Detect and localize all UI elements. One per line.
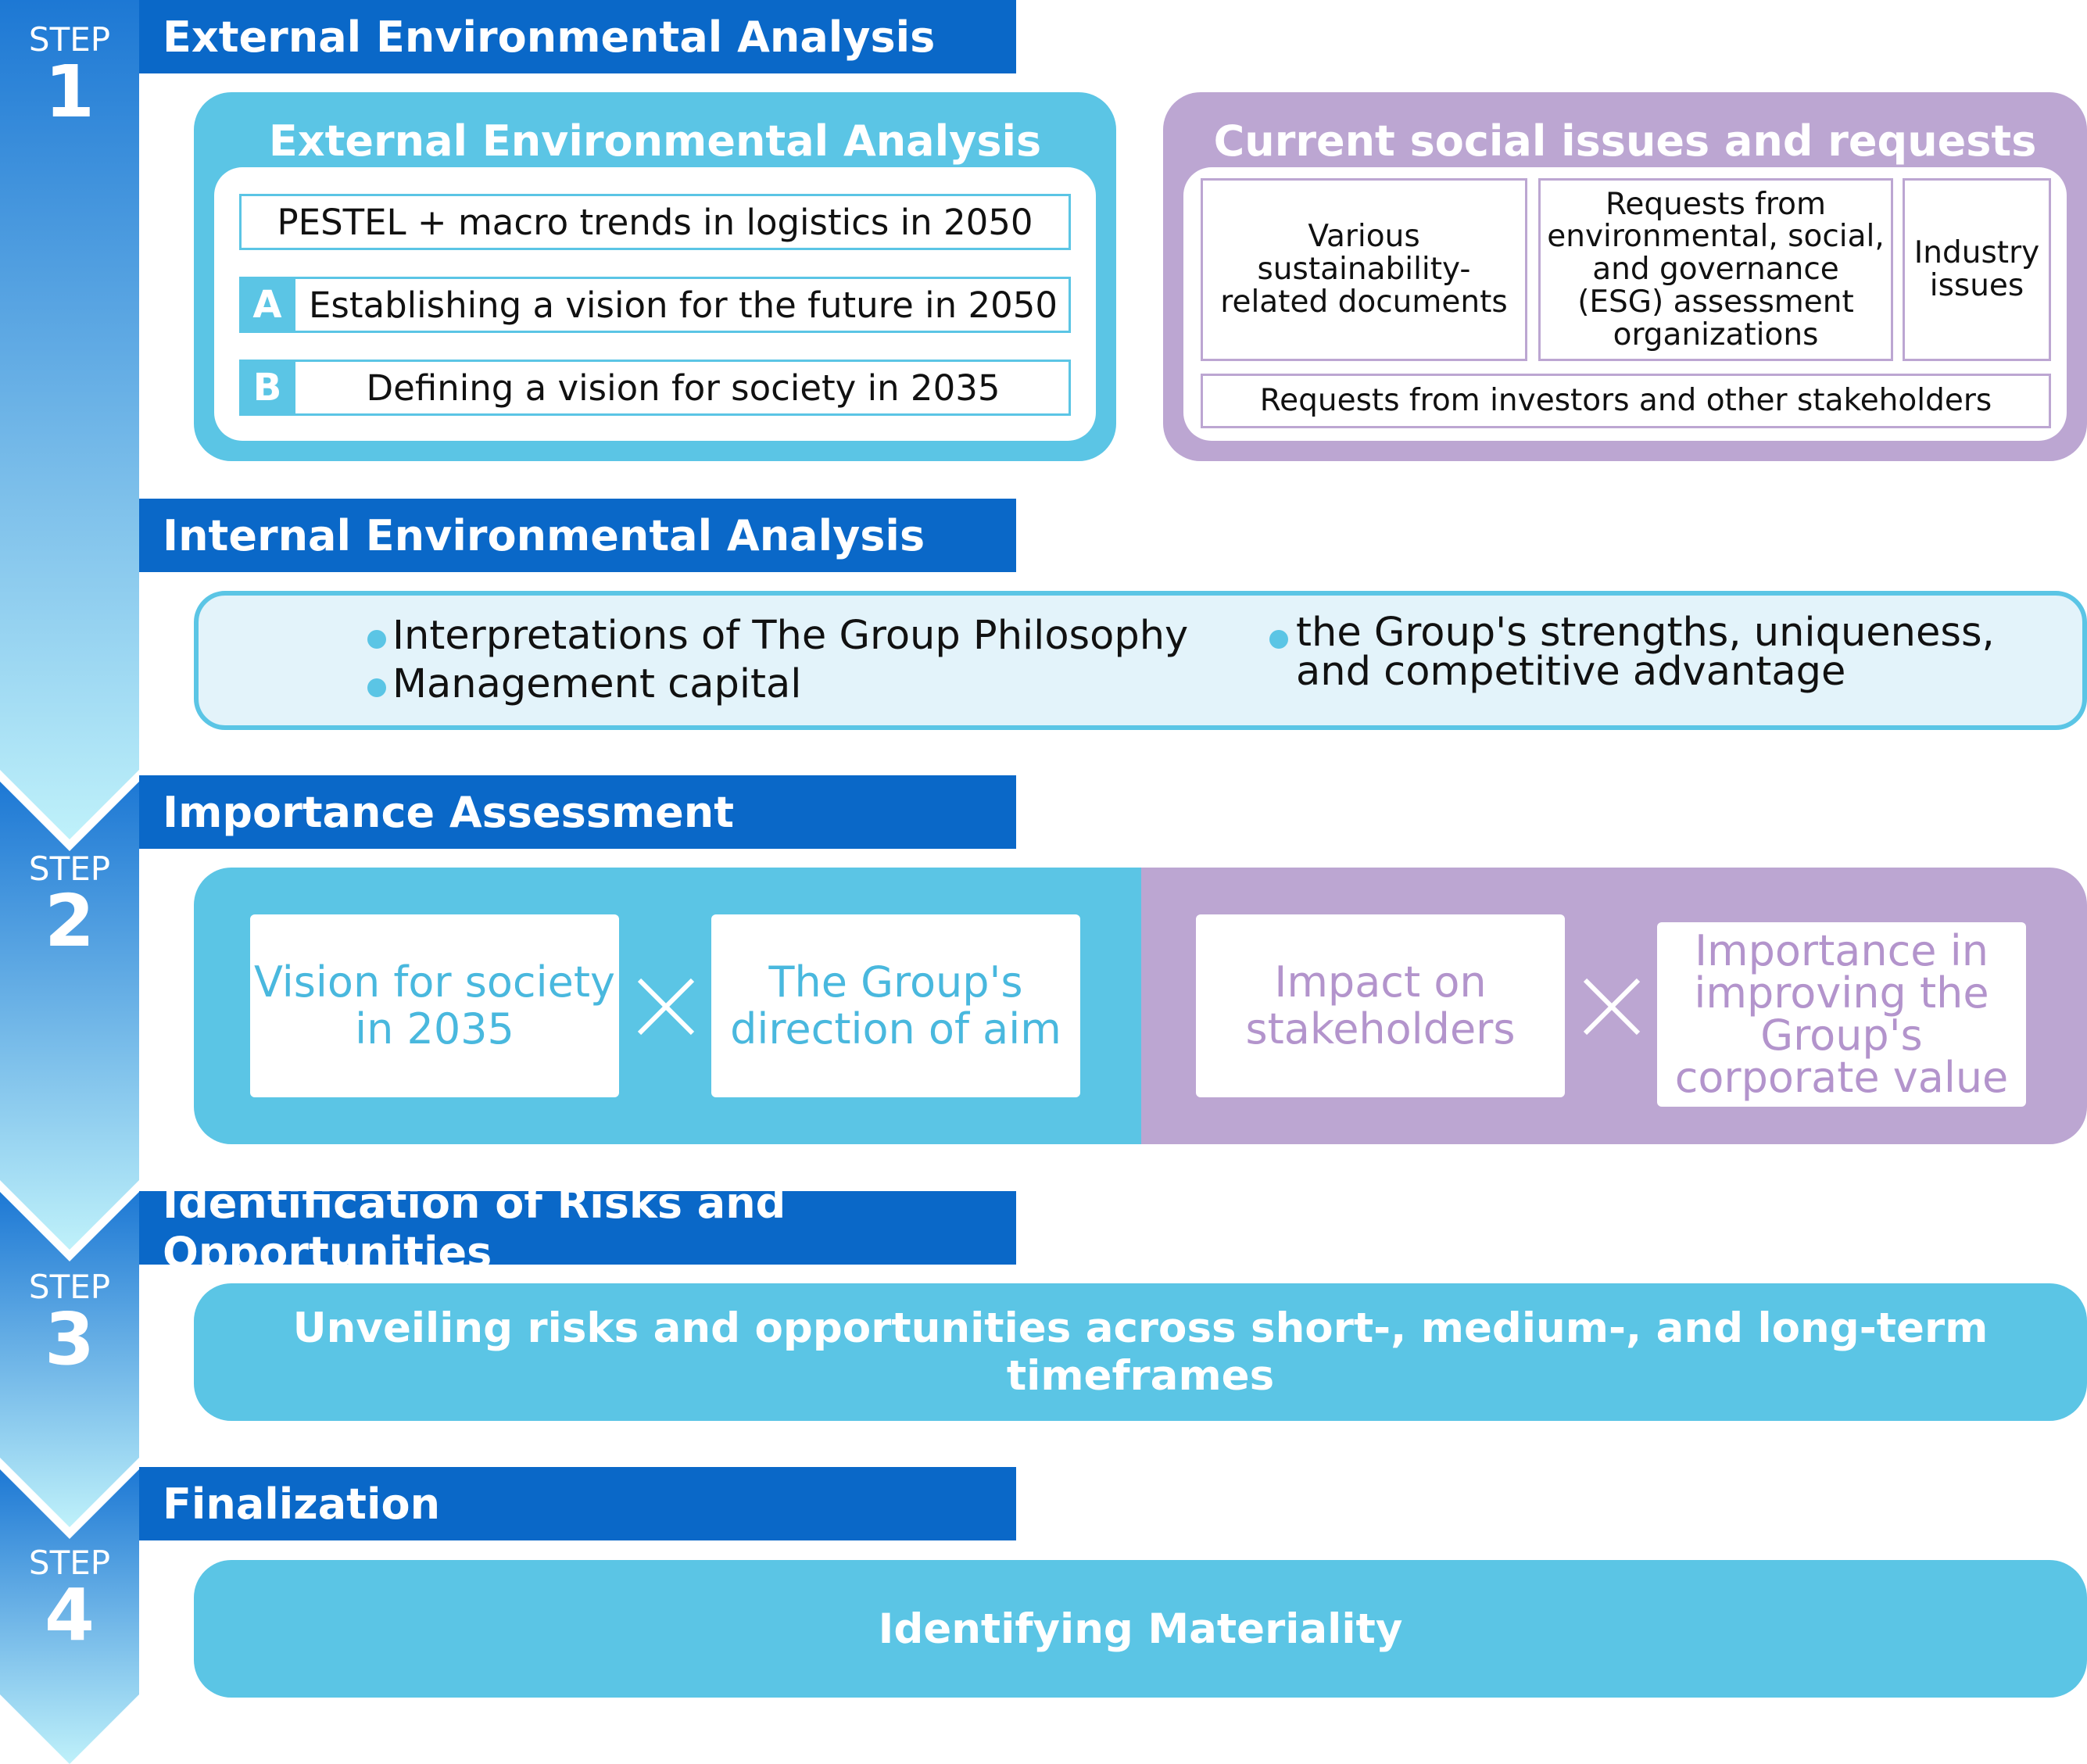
strengths-item-line2: and competitive advantage: [1296, 649, 1846, 695]
group-philosophy-item: Interpretations of The Group Philosophy: [392, 613, 1189, 659]
social-box-title: Current social issues and requests: [1213, 116, 2037, 166]
social-issues-box: Current social issues and requests Vario…: [1163, 92, 2087, 461]
step-3-number: 3: [44, 1297, 95, 1381]
external-box-title: External Environmental Analysis: [268, 116, 1042, 166]
sustainability-documents-cell: Various sustainability-related documents: [1201, 178, 1527, 361]
internal-analysis-header: Internal Environmental Analysis: [139, 499, 1016, 572]
industry-issues-cell: Industry issues: [1903, 178, 2051, 361]
step-4-word: STEP: [28, 1544, 111, 1582]
pestel-row: PESTEL + macro trends in logistics in 20…: [239, 194, 1071, 250]
management-capital-item: Management capital: [392, 661, 802, 707]
bullet-dot: [1269, 630, 1288, 649]
step-2-word: STEP: [28, 850, 111, 888]
step-2-segment: [0, 782, 139, 1250]
social-box-inner: Various sustainability-related documents…: [1183, 167, 2067, 441]
corporate-value-card: Importance in improving the Group's corp…: [1657, 922, 2026, 1107]
step-3-word: STEP: [28, 1268, 111, 1306]
risks-opportunities-header: Identification of Risks and Opportunitie…: [139, 1191, 1016, 1265]
step-2-number: 2: [44, 879, 95, 963]
external-analysis-box: External Environmental Analysis PESTEL +…: [194, 92, 1116, 461]
finalization-header: Finalization: [139, 1467, 1016, 1540]
step-4-segment: [0, 1469, 139, 1764]
bullet-dot: [367, 630, 386, 649]
vision-2050-row: A Establishing a vision for the future i…: [239, 277, 1071, 333]
bullet-dot: [367, 678, 386, 697]
multiply-icon: [637, 978, 695, 1036]
step-arrow: [0, 0, 139, 1764]
vision-society-card: Vision for society in 2035: [250, 914, 619, 1097]
materiality-bar: Identifying Materiality: [194, 1560, 2087, 1698]
internal-analysis-box: Interpretations of The Group Philosophy …: [194, 591, 2087, 730]
stakeholder-impact-card: Impact on stakeholders: [1196, 914, 1565, 1097]
step-1-word: STEP: [28, 20, 111, 59]
investor-requests-row: Requests from investors and other stakeh…: [1201, 374, 2051, 428]
multiply-icon: [1583, 978, 1641, 1036]
step-1-segment: [0, 0, 139, 839]
step-4-number: 4: [44, 1573, 95, 1657]
vision-2050-text: Establishing a vision for the future in …: [308, 284, 1058, 326]
risks-opportunities-bar: Unveiling risks and opportunities across…: [194, 1283, 2087, 1421]
external-analysis-header: External Environmental Analysis: [139, 0, 1016, 73]
society-2035-text: Defining a vision for society in 2035: [366, 367, 1001, 409]
external-box-inner: PESTEL + macro trends in logistics in 20…: [214, 167, 1096, 441]
society-2035-row: B Defining a vision for society in 2035: [239, 360, 1071, 416]
step-1-number: 1: [44, 50, 95, 134]
letter-b-badge: B: [239, 360, 295, 416]
group-direction-card: The Group's direction of aim: [711, 914, 1080, 1097]
importance-assessment-header: Importance Assessment: [139, 775, 1016, 849]
letter-a-badge: A: [239, 277, 295, 333]
step-3-segment: [0, 1192, 139, 1527]
strengths-item-line1: the Group's strengths, uniqueness,: [1296, 610, 1995, 656]
esg-requests-cell: Requests from environmental, social, and…: [1538, 178, 1893, 361]
